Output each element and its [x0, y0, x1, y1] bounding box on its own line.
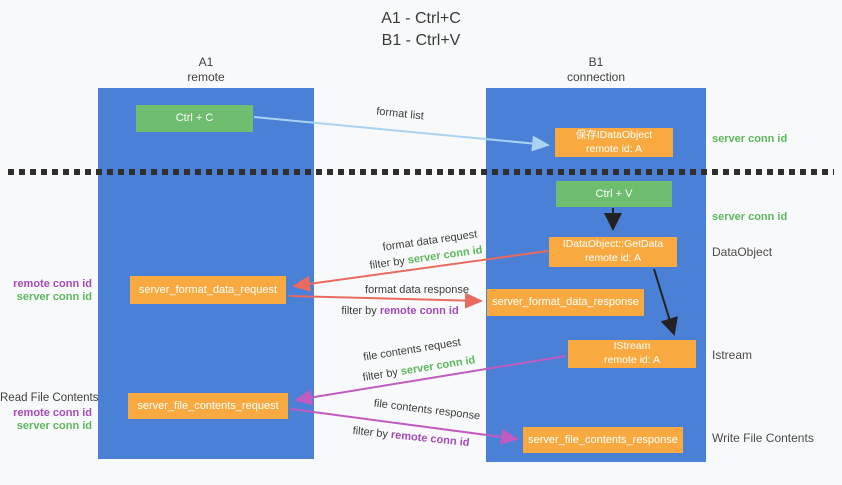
node-save-idataobject-line2: remote id: A	[585, 142, 643, 155]
filter-by-text: filter by	[341, 305, 377, 317]
diagram-title: A1 - Ctrl+C B1 - Ctrl+V	[0, 8, 842, 51]
filter-by-text: filter by	[352, 424, 389, 441]
label-filter-by-remote-conn-id-2: filter by remote conn id	[352, 425, 470, 449]
node-server-file-contents-request-label: server_file_contents_request	[137, 399, 279, 412]
node-ctrl-v: Ctrl + V	[556, 181, 672, 207]
lane-header-a1: A1 remote	[98, 55, 314, 85]
node-ctrl-v-label: Ctrl + V	[595, 187, 633, 200]
annotation-conn-ids-mid: remote conn id server conn id	[0, 278, 92, 304]
node-server-file-contents-request: server_file_contents_request	[128, 393, 288, 419]
lane-b1-name: B1	[588, 55, 604, 69]
dotted-separator	[8, 169, 834, 175]
annotation-dataobject: DataObject	[712, 245, 773, 259]
node-istream-line1: IStream	[613, 340, 651, 353]
node-server-format-data-response-label: server_format_data_response	[492, 296, 639, 309]
label-format-data-response: format data response	[365, 284, 469, 296]
annotation-read-file-contents: Read File Contents	[0, 392, 99, 404]
node-idataobject-getdata: IDataObject::GetData remote id: A	[549, 237, 677, 267]
title-line-ctrl-c: A1 - Ctrl+C	[381, 10, 461, 27]
annotation-server-conn-id-mid: server conn id	[712, 211, 788, 223]
node-getdata-line2: remote id: A	[584, 252, 642, 264]
node-istream: IStream remote id: A	[568, 340, 696, 368]
filter-by-text: filter by	[361, 366, 399, 384]
node-ctrl-c: Ctrl + C	[136, 105, 253, 132]
annotation-server-conn-id-mid-left: server conn id	[16, 291, 92, 303]
annotation-server-conn-id-bottom: server conn id	[16, 420, 92, 432]
lane-b1-subtitle: connection	[566, 70, 626, 84]
node-server-file-contents-response: server_file_contents_response	[523, 427, 683, 453]
node-server-file-contents-response-label: server_file_contents_response	[528, 433, 678, 446]
remote-conn-id-text: remote conn id	[379, 305, 459, 317]
label-format-list: format list	[375, 105, 425, 123]
filter-by-text: filter by	[368, 255, 406, 272]
annotation-read-file-contents-group: Read File Contents remote conn id server…	[0, 392, 99, 433]
node-server-format-data-response: server_format_data_response	[487, 289, 644, 316]
node-istream-line2: remote id: A	[603, 354, 661, 366]
lane-a1-subtitle: remote	[187, 70, 225, 84]
label-filter-by-remote-conn-id-1: filter by remote conn id	[341, 305, 458, 317]
arrow-format-data-response	[288, 292, 483, 309]
lane-header-b1: B1 connection	[486, 55, 706, 85]
node-save-idataobject: 保存IDataObject remote id: A	[555, 128, 673, 157]
annotation-write-file-contents: Write File Contents	[712, 431, 814, 445]
title-line-ctrl-v: B1 - Ctrl+V	[381, 31, 461, 49]
annotation-remote-conn-id-bottom: remote conn id	[13, 407, 92, 419]
annotation-istream: Istream	[712, 348, 753, 362]
label-file-contents-response: file contents response	[373, 397, 481, 423]
node-save-idataobject-line1: 保存IDataObject	[575, 128, 653, 141]
lane-a1-name: A1	[198, 55, 214, 69]
node-ctrl-c-label: Ctrl + C	[175, 112, 214, 125]
annotation-remote-conn-id-mid: remote conn id	[13, 278, 92, 290]
node-getdata-line1: IDataObject::GetData	[562, 238, 664, 251]
node-server-format-data-request-label: server_format_data_request	[138, 283, 278, 296]
server-conn-id-text: server conn id	[399, 354, 477, 378]
node-server-format-data-request: server_format_data_request	[130, 276, 286, 304]
annotation-server-conn-id-top: server conn id	[712, 133, 788, 145]
remote-conn-id-text: remote conn id	[390, 428, 470, 450]
